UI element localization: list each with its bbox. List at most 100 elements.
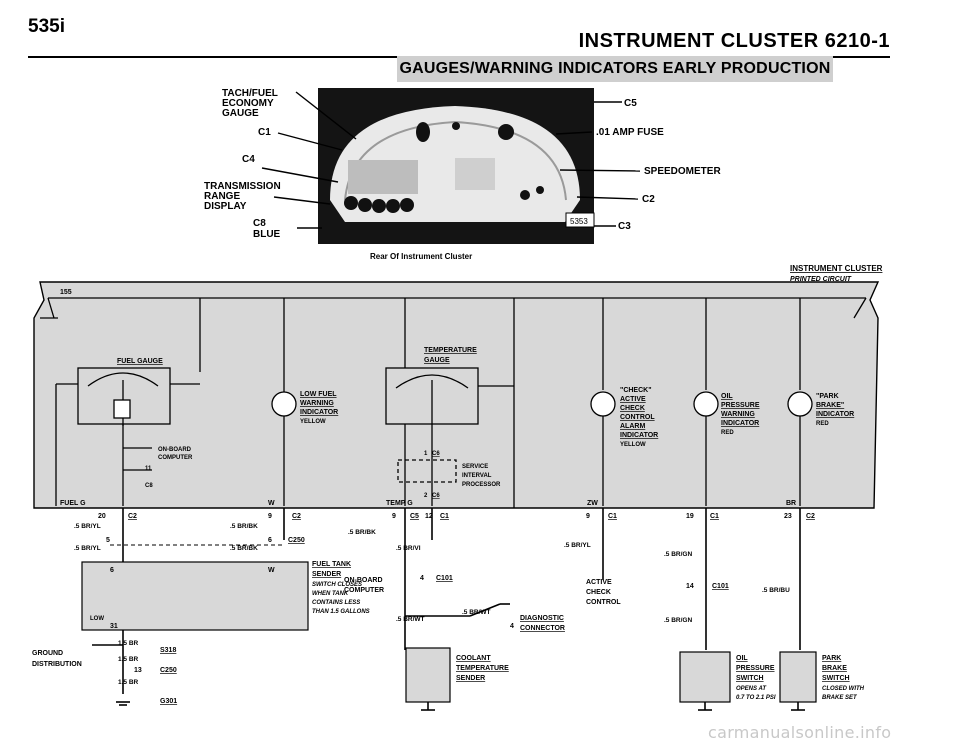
ground-2: DISTRIBUTION [32, 661, 82, 668]
wire-10: .5 BR/BU [762, 587, 790, 594]
conn-c8: C8 [145, 483, 153, 489]
conn-c6b: C6 [432, 493, 440, 499]
wire-4: .5 BR/BK [230, 545, 258, 552]
callout-gauge: GAUGE [222, 108, 259, 119]
fuel-sender-3: SWITCH CLOSES [312, 582, 362, 588]
wire-8: .5 BR/GN [664, 551, 692, 558]
conn-c6a: C6 [432, 451, 440, 457]
conn-c1c: C1 [710, 513, 719, 520]
wire-3: .5 BR/BK [230, 523, 258, 530]
check-1: "CHECK" [620, 387, 652, 394]
park-switch-4: CLOSED WITH [822, 686, 865, 692]
coolant-2: TEMPERATURE [456, 665, 509, 672]
pin-31: 31 [110, 623, 118, 630]
conn-c5: C5 [410, 513, 419, 520]
pin-9a: 9 [268, 513, 272, 520]
callout-fuse: .01 AMP FUSE [596, 127, 664, 138]
watermark: carmanualsonline.info [708, 723, 892, 742]
pin-4a: 4 [420, 575, 424, 582]
active-3: CONTROL [586, 599, 621, 606]
callout-tach: TACH/FUEL [222, 88, 278, 99]
bus-label: 155 [60, 289, 72, 296]
callout-economy: ECONOMY [222, 98, 274, 109]
wire-2: .5 BR/YL [74, 545, 101, 552]
pin-19: 19 [686, 513, 694, 520]
external-wiring [81, 508, 817, 711]
fuel-sender-4: WHEN TANK [312, 591, 349, 597]
diagnostic-1: DIAGNOSTIC [520, 615, 564, 622]
oil-4: INDICATOR [721, 420, 759, 427]
active-2: CHECK [586, 589, 611, 596]
park-switch-1: PARK [822, 655, 841, 662]
pin-11: 11 [145, 466, 152, 472]
wire-5: .5 BR/BK [348, 529, 376, 536]
pin-6: 6 [268, 537, 272, 544]
fuel-sender-2: SENDER [312, 571, 341, 578]
page-model: 535i [28, 16, 65, 37]
onboard2-1: ON-BOARD [344, 577, 383, 584]
park-switch-3: SWITCH [822, 675, 850, 682]
conn-c250a: C250 [288, 537, 305, 544]
callout-c4: C4 [242, 154, 255, 165]
conn-c1b: C1 [608, 513, 617, 520]
pin-20: 20 [98, 513, 106, 520]
wire-7: .5 BR/YL [564, 542, 591, 549]
oil-switch-2: PRESSURE [736, 665, 775, 672]
callout-c3: C3 [618, 221, 631, 232]
low-fuel-2: WARNING [300, 400, 334, 407]
callout-display: DISPLAY [204, 201, 247, 212]
pin-1: 1 [424, 451, 428, 457]
check-2: ACTIVE [620, 396, 646, 403]
park-4: RED [816, 421, 829, 427]
check-6: INDICATOR [620, 432, 658, 439]
printed-circuit-board [33, 281, 880, 509]
wire-6: .5 BR/VI [396, 545, 421, 552]
conn-c2c: C2 [806, 513, 815, 520]
low-fuel-4: YELLOW [300, 419, 326, 425]
service-2: INTERVAL [462, 473, 492, 479]
board-labels: FUEL GAUGE TEMPERATURE GAUGE LOW FUEL WA… [60, 347, 854, 507]
check-4: CONTROL [620, 414, 655, 421]
park-switch-2: BRAKE [822, 665, 847, 672]
service-1: SERVICE [462, 464, 488, 470]
page-section-title: INSTRUMENT CLUSTER 6210-1 [578, 30, 890, 52]
temp-gauge-label-2: GAUGE [424, 357, 450, 364]
callout-c8: C8 [253, 218, 266, 229]
fuel-sender-6: THAN 1.5 GALLONS [312, 609, 370, 615]
conn-g301: G301 [160, 698, 177, 705]
low-label: LOW [90, 616, 104, 622]
pin-13: 13 [134, 667, 142, 674]
oil-switch-1: OIL [736, 655, 748, 662]
callout-c1: C1 [258, 127, 271, 138]
ground-1: GROUND [32, 650, 63, 657]
pin-23: 23 [784, 513, 792, 520]
pin-6b: 6 [110, 567, 114, 574]
oil-5: RED [721, 430, 734, 436]
conn-c1a: C1 [440, 513, 449, 520]
check-3: CHECK [620, 405, 645, 412]
onboard2-2: COMPUTER [344, 587, 384, 594]
callout-c2: C2 [642, 194, 655, 205]
check-7: YELLOW [620, 442, 646, 448]
pin-12: 12 [425, 513, 433, 520]
park-switch-5: BRAKE SET [822, 695, 858, 701]
coolant-3: SENDER [456, 675, 485, 682]
service-3: PROCESSOR [462, 482, 501, 488]
photo-caption: Rear Of Instrument Cluster [370, 252, 472, 261]
wire-14: 1.5 BR [118, 656, 139, 663]
photo-id: 5353 [570, 217, 588, 226]
active-1: ACTIVE [586, 579, 612, 586]
fuel-gauge-label: FUEL GAUGE [117, 358, 163, 365]
pin-fuel-g: FUEL G [60, 500, 86, 507]
wire-13: 1.5 BR [118, 640, 139, 647]
pin-zw: ZW [587, 500, 598, 507]
conn-c101b: C101 [712, 583, 729, 590]
oil-switch-5: 0.7 TO 2.1 PSI [736, 695, 776, 701]
conn-c101a: C101 [436, 575, 453, 582]
conn-c2a: C2 [128, 513, 137, 520]
oil-1: OIL [721, 393, 733, 400]
pin-9b: 9 [392, 513, 396, 520]
pin-w1: W [268, 500, 275, 507]
oil-2: PRESSURE [721, 402, 760, 409]
diagnostic-2: CONNECTOR [520, 625, 565, 632]
